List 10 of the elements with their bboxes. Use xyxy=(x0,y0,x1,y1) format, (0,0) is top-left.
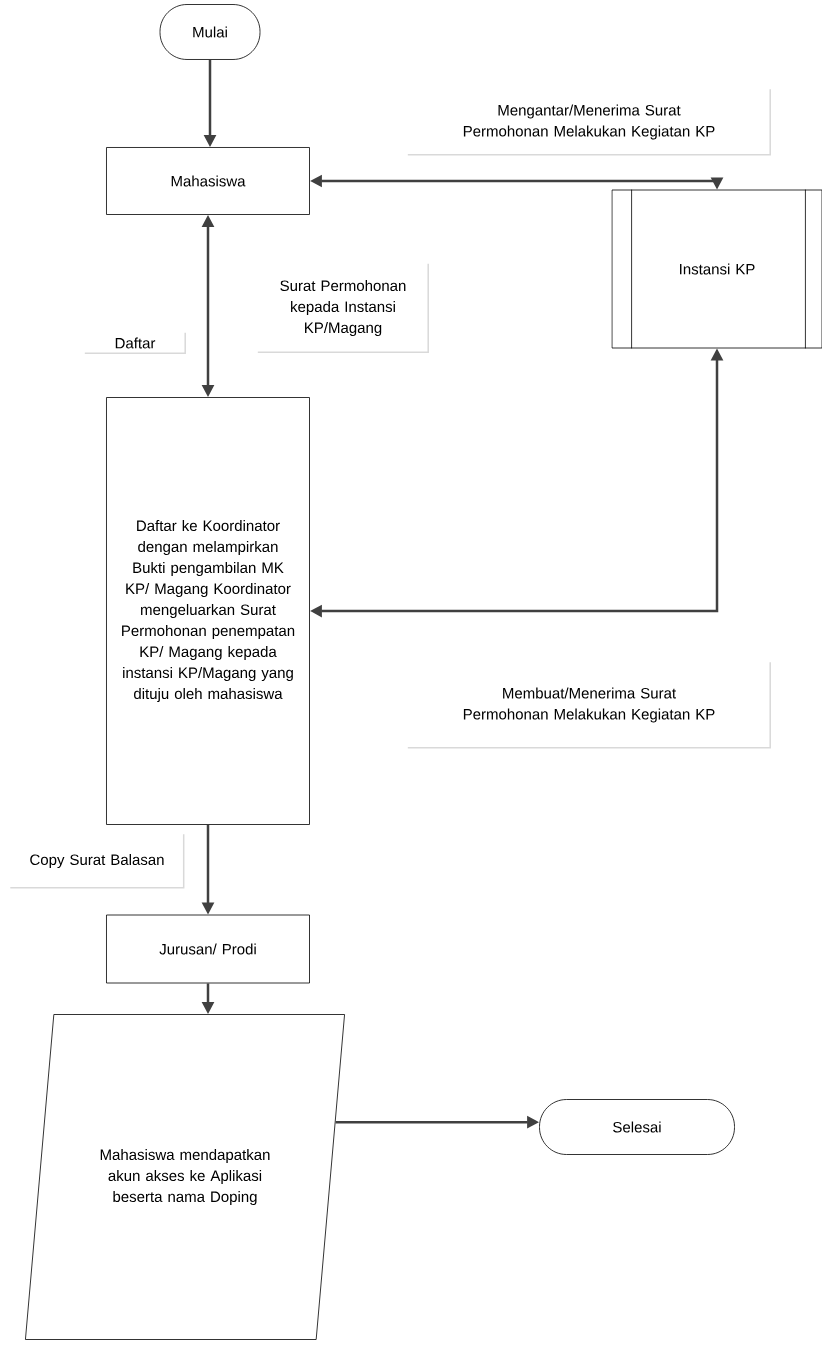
annotation: Surat Permohonan kepada Instansi KP/Magang xyxy=(257,263,429,353)
annotation: Mengantar/Menerima Surat Permohonan Melakukan Kegiatan KP xyxy=(407,88,771,156)
annotation: Copy Surat Balasan xyxy=(9,833,185,889)
predefined-process-box: Instansi KP xyxy=(611,189,822,349)
data-parallelogram: Mahasiswa mendapatkan akun akses ke Aplikasi beserta nama Doping xyxy=(25,1014,345,1340)
process-box: Jurusan/ Prodi xyxy=(106,914,310,984)
process-box: Daftar ke Koordinator dengan melampirkan Bukti pengambilan MK KP/ Magang Koordinator mengeluarkan Surat Permohonan penempatan KP/ Magang kepada instansi KP/Magang yang dituju oleh mahasiswa xyxy=(106,397,310,825)
annotation: Membuat/Menerima Surat Permohonan Melakukan Kegiatan KP xyxy=(407,661,771,749)
annotation: Daftar xyxy=(84,332,186,354)
process-box: Mahasiswa xyxy=(106,147,310,215)
